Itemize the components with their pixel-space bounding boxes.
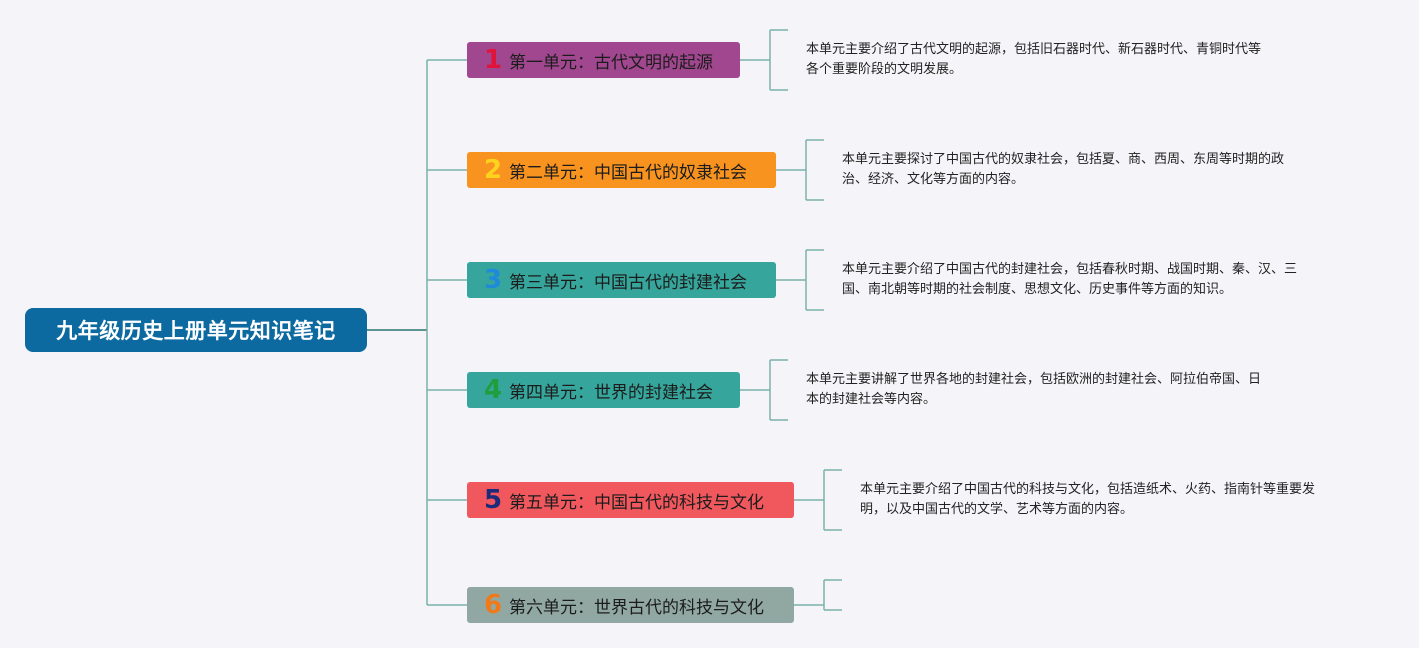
unit-2-description: 本单元主要探讨了中国古代的奴隶社会，包括夏、商、西周、东周等时期的政 治、经济、… — [842, 150, 1284, 190]
root-topic-label: 九年级历史上册单元知识笔记 — [56, 319, 336, 343]
root-topic[interactable]: 九年级历史上册单元知识笔记 — [25, 308, 367, 352]
description-line: 国、南北朝等时期的社会制度、思想文化、历史事件等方面的知识。 — [842, 282, 1233, 297]
unit-topic-5[interactable]: 5 第五单元：中国古代的科技与文化 — [467, 482, 794, 518]
unit-topic-2[interactable]: 2 第二单元：中国古代的奴隶社会 — [467, 152, 776, 188]
unit-number: 1 — [483, 45, 503, 75]
unit-number: 2 — [483, 155, 503, 185]
unit-topic-4[interactable]: 4 第四单元：世界的封建社会 — [467, 372, 740, 408]
unit-topic-6[interactable]: 6 第六单元：世界古代的科技与文化 — [467, 587, 794, 623]
unit-title: 第一单元：古代文明的起源 — [509, 52, 713, 73]
unit-number: 5 — [483, 485, 503, 515]
unit-topic-3[interactable]: 3 第三单元：中国古代的封建社会 — [467, 262, 776, 298]
description-line: 本单元主要介绍了古代文明的起源，包括旧石器时代、新石器时代、青铜时代等 — [806, 42, 1262, 57]
description-line: 本的封建社会等内容。 — [806, 392, 937, 407]
description-line: 本单元主要讲解了世界各地的封建社会，包括欧洲的封建社会、阿拉伯帝国、日 — [806, 372, 1262, 387]
unit-number: 6 — [483, 590, 503, 620]
description-line: 明，以及中国古代的文学、艺术等方面的内容。 — [860, 502, 1134, 517]
unit-5-description: 本单元主要介绍了中国古代的科技与文化，包括造纸术、火药、指南针等重要发 明，以及… — [860, 480, 1315, 520]
description-line: 本单元主要介绍了中国古代的科技与文化，包括造纸术、火药、指南针等重要发 — [860, 482, 1316, 497]
unit-topic-1[interactable]: 1 第一单元：古代文明的起源 — [467, 42, 740, 78]
unit-number: 3 — [483, 265, 503, 295]
unit-1-description: 本单元主要介绍了古代文明的起源，包括旧石器时代、新石器时代、青铜时代等 各个重要… — [806, 40, 1261, 80]
unit-title: 第五单元：中国古代的科技与文化 — [509, 492, 764, 513]
unit-3-description: 本单元主要介绍了中国古代的封建社会，包括春秋时期、战国时期、秦、汉、三 国、南北… — [842, 260, 1297, 300]
unit-title: 第六单元：世界古代的科技与文化 — [509, 597, 764, 618]
description-line: 本单元主要介绍了中国古代的封建社会，包括春秋时期、战国时期、秦、汉、三 — [842, 262, 1298, 277]
unit-title: 第四单元：世界的封建社会 — [509, 382, 713, 403]
description-line: 治、经济、文化等方面的内容。 — [842, 172, 1025, 187]
unit-number: 4 — [483, 375, 503, 405]
unit-4-description: 本单元主要讲解了世界各地的封建社会，包括欧洲的封建社会、阿拉伯帝国、日 本的封建… — [806, 370, 1261, 410]
unit-title: 第二单元：中国古代的奴隶社会 — [509, 162, 747, 183]
description-line: 各个重要阶段的文明发展。 — [806, 62, 963, 77]
description-line: 本单元主要探讨了中国古代的奴隶社会，包括夏、商、西周、东周等时期的政 — [842, 152, 1285, 167]
unit-title: 第三单元：中国古代的封建社会 — [509, 272, 747, 293]
